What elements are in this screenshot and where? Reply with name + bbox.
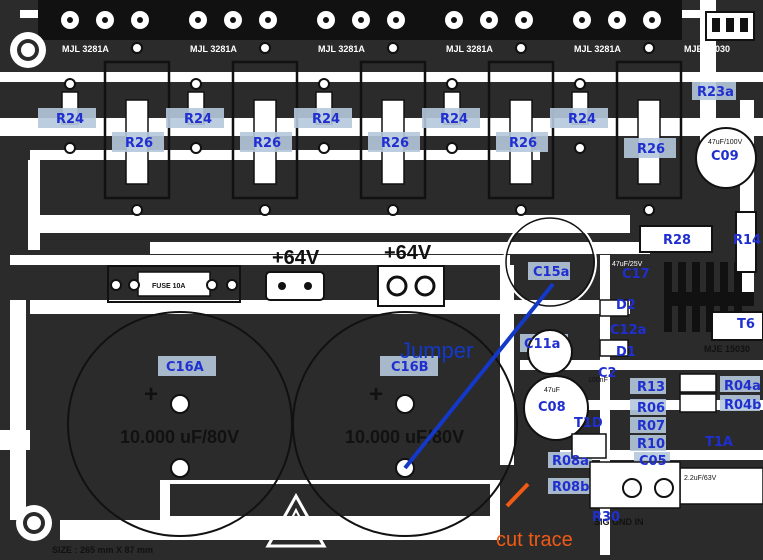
capacitor-c15a: [503, 215, 597, 309]
label-c17: C17: [622, 267, 650, 282]
label-r24-5: R24: [568, 112, 596, 127]
heatsink: [664, 262, 754, 332]
driver-transistor-label-2: MJE 15030: [704, 344, 750, 354]
label-r06: R06: [637, 401, 665, 416]
label-t1d: T1D: [574, 416, 603, 431]
power-transistor-row: [38, 0, 682, 40]
label-r23a: R23a: [697, 85, 734, 100]
label-c09: C09: [711, 149, 739, 164]
c17-rating: 47uF/25V: [612, 261, 643, 268]
label-r26-2: R26: [253, 136, 281, 151]
label-r30: R30: [592, 510, 620, 525]
label-r08a: R08a: [552, 454, 589, 469]
transistor-label-3: MJL 3281A: [318, 44, 365, 54]
plus-marker-2: +: [369, 381, 383, 408]
label-r07: R07: [637, 419, 665, 434]
rail-label-2: +64V: [384, 242, 432, 264]
resistor-r28: [639, 225, 713, 253]
capacitor-c11a: [527, 329, 573, 375]
transistor-label-1: MJL 3281A: [62, 44, 109, 54]
cut-trace-mark: [505, 482, 530, 508]
cut-trace-annotation: cut trace: [496, 529, 573, 551]
rail-connector-1: [265, 271, 325, 301]
plus-marker-1: +: [144, 381, 158, 408]
label-r26-4: R26: [509, 136, 537, 151]
label-r24-3: R24: [312, 112, 340, 127]
cap-value-1: 10.000 uF/80V: [120, 427, 239, 447]
cap-value-2: 10.000 uF/80V: [345, 427, 464, 447]
c08-rating: 47uF: [544, 387, 560, 394]
transistor-label-5: MJL 3281A: [574, 44, 621, 54]
jumper-annotation: Jumper: [400, 338, 473, 363]
label-c08: C08: [538, 400, 566, 415]
capacitor-c08: [523, 375, 589, 441]
label-r04b: R04b: [724, 398, 761, 413]
fuse-holder: [107, 265, 241, 303]
label-r14: R14: [733, 233, 761, 248]
c15a-rating: 47uF/63V: [530, 249, 561, 256]
label-d1: D1: [616, 345, 636, 360]
label-r24-4: R24: [440, 112, 468, 127]
label-r24-1: R24: [56, 112, 84, 127]
label-c2: C2: [598, 366, 617, 381]
label-c16a: C16A: [166, 360, 204, 375]
sig-gnd-in-label: SIG GND IN: [594, 517, 644, 527]
label-c15a: C15a: [533, 265, 569, 280]
transistor-label-2: MJL 3281A: [190, 44, 237, 54]
label-r08b: R08b: [552, 480, 589, 495]
label-c05: C05: [639, 454, 667, 469]
mounting-hole-bottom-left: [16, 505, 52, 541]
label-c11a: C11a: [524, 337, 560, 352]
driver-transistor-t6: [711, 311, 763, 341]
board-size-label: SIZE : 265 mm X 87 mm: [52, 545, 153, 555]
warning-triangle-icon: [265, 492, 327, 548]
c09-rating: 47uF/100V: [708, 139, 743, 146]
label-r26-5: R26: [637, 142, 665, 157]
mounting-hole-top-left: [10, 32, 46, 68]
rail-label-1: +64V: [272, 247, 320, 269]
transistor-label-4: MJL 3281A: [446, 44, 493, 54]
label-r04a: R04a: [724, 379, 761, 394]
label-r28: R28: [663, 233, 691, 248]
label-r24-2: R24: [184, 112, 212, 127]
label-r26-3: R26: [381, 136, 409, 151]
label-d2: D2: [616, 298, 636, 313]
label-t1a: T1A: [705, 435, 733, 450]
label-r13: R13: [637, 380, 665, 395]
ground-pour: [0, 160, 542, 516]
label-c12a: C12a: [610, 323, 646, 338]
capacitor-c09: [695, 127, 757, 189]
jumper-wire: [403, 282, 555, 470]
label-c16b: C16B: [391, 360, 429, 375]
label-r26-1: R26: [125, 136, 153, 151]
resistor-r14: [735, 211, 757, 273]
c2-rating: 100nF: [588, 377, 608, 384]
label-t6: T6: [737, 317, 755, 332]
driver-transistor-label: MJE 15030: [684, 44, 730, 54]
input-cap-rating: 2.2uF/63V: [684, 475, 717, 482]
fuse-label: FUSE 10A: [152, 283, 185, 290]
label-r10: R10: [637, 437, 665, 452]
